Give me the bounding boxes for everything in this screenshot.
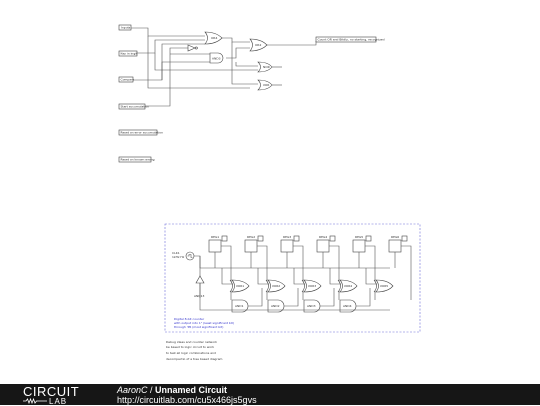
register-label: REG2 [247,235,255,239]
register-4[interactable]: REG4 [316,235,336,253]
and-label: AND3 [307,304,316,308]
register-label: REG5 [355,235,363,239]
circuit-title[interactable]: Unnamed Circuit [155,385,228,395]
adder-row: XOR1 XOR2 XOR3 XOR4 XOR5 [221,268,394,293]
footer-bar: CIRCUIT LAB AaronC / Unnamed Circuit htt… [0,384,540,406]
schematic-canvas[interactable]: Inputs Key in ingit Compare Start accumu… [0,0,540,384]
xor-adder-5[interactable]: XOR5 [373,279,394,293]
svg-text:OR4: OR4 [211,36,217,40]
logo-top-text: CIRCUIT [23,384,80,399]
logo-bottom-text: LAB [49,397,68,406]
and-gate-4[interactable]: AND4 [339,299,357,313]
register-label: REG1 [211,235,219,239]
and-gate-1[interactable]: AND1 [231,299,249,313]
input-label-3[interactable]: Start accumulation [118,103,150,110]
svg-text:AND3: AND3 [212,57,221,61]
register-label: REG4 [319,235,327,239]
input-label-1[interactable]: Key in ingit [118,50,139,57]
svg-text:NOR: NOR [263,65,270,69]
schematic-svg: Inputs Key in ingit Compare Start accumu… [118,24,421,361]
register-6[interactable]: REG6 [388,235,408,253]
svg-text:Start accumulation: Start accumulation [121,105,150,109]
and-label: AND1 [235,304,244,308]
and-label: AND2 [271,304,280,308]
svg-text:Debug ideas and counter networ: Debug ideas and counter network [166,340,217,344]
register-3[interactable]: REG3 [280,235,300,253]
adder-label: XOR1 [236,284,244,288]
adder-label: XOR2 [272,284,280,288]
svg-text:AND13: AND13 [194,294,205,298]
adder-label: XOR5 [380,284,388,288]
register-1[interactable]: REG1 [208,235,228,253]
register-5[interactable]: REG5 [352,235,372,253]
circuit-meta: AaronC / Unnamed Circuit [117,385,227,395]
svg-text:through 'P6 (most significant: through 'P6 (most significant bit) [174,325,223,329]
counter-dashed-box [164,223,421,333]
output-label[interactable]: Count OR and Bitdly, no starting, recogn… [315,36,385,43]
or-gate-top[interactable]: OR4 [204,31,223,45]
svg-text:XOR: XOR [263,83,269,87]
clock-source[interactable]: CLK1 1kHz Hz [172,251,195,261]
svg-text:be based to logic circuit to w: be based to logic circuit to work [166,345,214,349]
feedback-gate[interactable]: AND13 [194,275,205,298]
svg-text:with output into 1" (least sig: with output into 1" (least significant b… [174,321,234,325]
input-label-4[interactable]: Reset on error accumulation [118,129,164,136]
upper-logic: Inputs Key in ingit Compare Start accumu… [118,24,385,163]
svg-text:CLK1: CLK1 [172,251,180,255]
logo-wave-icon [23,398,47,404]
counter-note: Digital 8-bit counter with output into 1… [174,317,234,329]
svg-text:Inputs: Inputs [121,26,131,30]
svg-text:Compare: Compare [121,78,135,82]
register-label: REG6 [391,235,399,239]
xor-adder-4[interactable]: XOR4 [337,279,358,293]
svg-text:1kHz Hz: 1kHz Hz [172,255,185,259]
nor-gate-1[interactable]: NOR [257,61,273,73]
input-label-5[interactable]: Reset on known wrong [118,156,155,163]
adder-label: XOR3 [308,284,316,288]
svg-text:Digital 8-bit counter: Digital 8-bit counter [174,317,205,321]
or-gate-combine[interactable]: OR2 [249,38,268,52]
xor-adder-3[interactable]: XOR3 [301,279,322,293]
svg-text:Reset on known wrong: Reset on known wrong [121,158,155,162]
circuitlab-logo[interactable]: CIRCUIT LAB [23,384,80,406]
input-label-2[interactable]: Compare [118,76,135,83]
register-row: REG1 REG2 REG3 REG4 REG5 REG6 [208,235,412,300]
and-row: AND1 AND2 AND3 AND4 [231,288,371,313]
notes: Debug ideas and counter network be based… [166,340,223,361]
and-gate-mid[interactable]: AND3 [209,52,224,64]
counter-section: CLK1 1kHz Hz REG1 REG2 REG3 REG4 REG5 REG6 XO… [164,223,421,333]
circuit-url[interactable]: http://circuitlab.com/cu5x466js5gvs [117,395,257,405]
nor-gate-2[interactable]: XOR [257,79,273,91]
not-gate[interactable] [187,44,198,52]
author-link[interactable]: AaronC [117,385,148,395]
svg-text:Count OR and Bitdly, no starti: Count OR and Bitdly, no starting, recogn… [318,38,385,42]
adder-label: XOR4 [344,284,352,288]
and-label: AND4 [343,304,352,308]
svg-text:Key in ingit: Key in ingit [121,52,139,56]
register-label: REG3 [283,235,291,239]
register-2[interactable]: REG2 [244,235,264,253]
svg-text:to test all logic combinations: to test all logic combinations and [166,351,216,355]
and-gate-2[interactable]: AND2 [267,299,285,313]
svg-text:OR2: OR2 [255,43,261,47]
xor-adder-2[interactable]: XOR2 [265,279,286,293]
svg-text:decompactio of a tree based di: decompactio of a tree based diagram [166,357,223,361]
xor-adder-1[interactable]: XOR1 [229,279,250,293]
input-label-0[interactable]: Inputs [118,24,132,31]
and-gate-3[interactable]: AND3 [303,299,321,313]
svg-text:Reset on error accumulation: Reset on error accumulation [121,131,164,135]
meta-separator: / [147,385,156,395]
